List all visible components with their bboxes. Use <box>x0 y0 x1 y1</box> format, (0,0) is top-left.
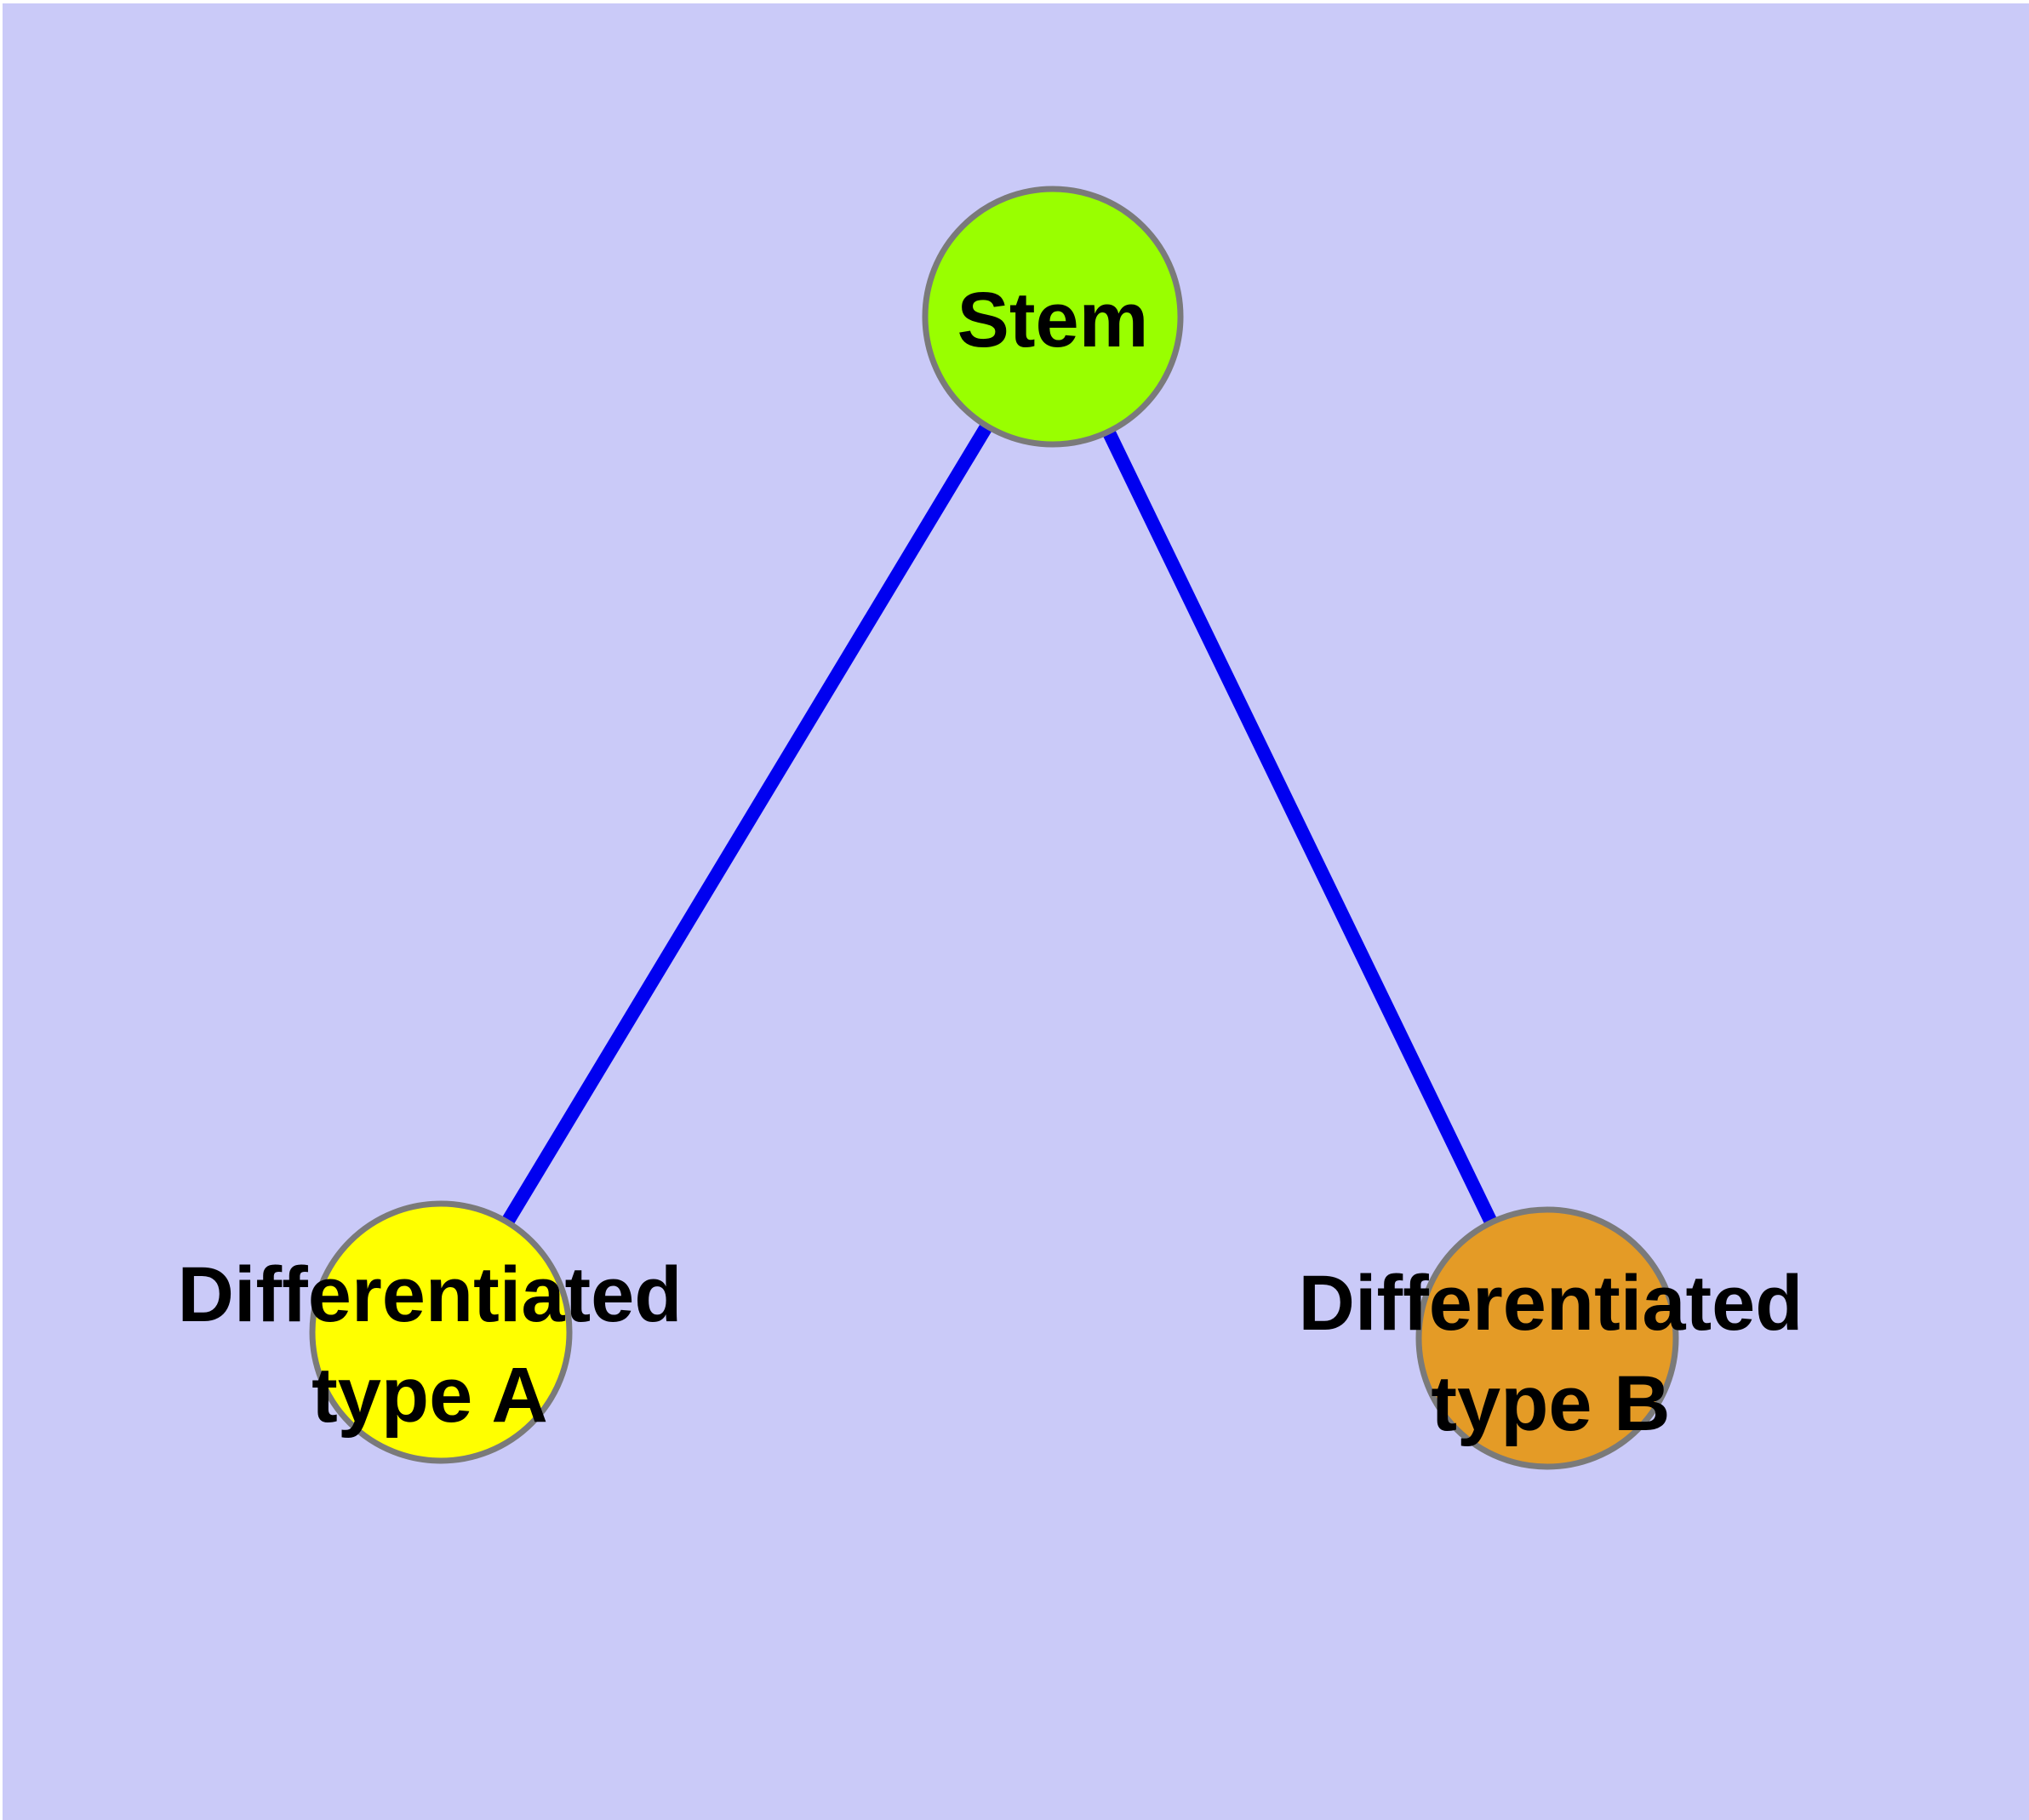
node-label-differentiated-type-a: Differentiated type A <box>178 1245 683 1445</box>
node-label-stem: Stem <box>957 270 1149 370</box>
label-line: Stem <box>957 277 1149 363</box>
node-label-differentiated-type-b: Differentiated type B <box>1299 1253 1803 1454</box>
label-line: type B <box>1431 1360 1671 1447</box>
node-differentiated-type-b[interactable] <box>1415 1206 1679 1470</box>
label-line: Differentiated <box>1298 1260 1803 1347</box>
node-differentiated-type-a[interactable] <box>309 1200 573 1464</box>
label-line: type A <box>311 1352 548 1439</box>
node-stem[interactable] <box>922 186 1184 448</box>
edge-stem-to-type-b[interactable] <box>1046 313 1554 1342</box>
label-line: Differentiated <box>177 1251 683 1338</box>
edge-stem-to-type-a[interactable] <box>435 312 1059 1336</box>
